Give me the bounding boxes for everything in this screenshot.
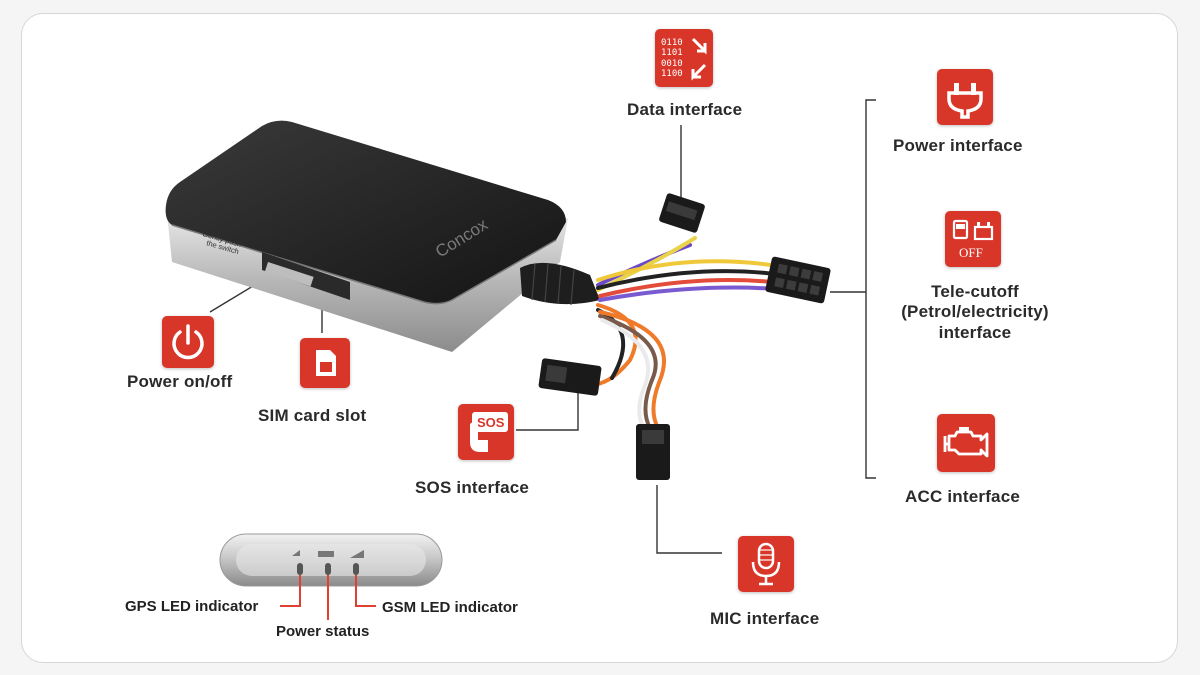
- data-bits-1: 0110: [661, 38, 683, 48]
- power-led: [325, 563, 331, 575]
- sos-text: SOS: [477, 415, 505, 430]
- acc-interface-label: ACC interface: [905, 487, 1021, 506]
- engine-icon: [937, 414, 995, 472]
- fuel-cutoff-icon: OFF: [945, 211, 1001, 267]
- data-bits-2: 1101: [661, 48, 683, 58]
- gps-led: [297, 563, 303, 575]
- mic-connector: [636, 424, 670, 480]
- sos-icon: SOS: [458, 404, 514, 460]
- bracket-line: [865, 99, 876, 479]
- sim-card-slot-label: SIM card slot: [258, 406, 367, 425]
- gps-led-label: GPS LED indicator: [125, 598, 259, 615]
- sos-line: [516, 392, 579, 431]
- power-button-icon: [162, 316, 214, 368]
- gps-symbol-icon: [292, 550, 300, 556]
- tele-cutoff-line1: Tele-cutoff: [931, 282, 1019, 301]
- led-bezel-detail: [219, 533, 443, 587]
- sos-interface-label: SOS interface: [415, 478, 530, 497]
- data-bits-4: 1100: [661, 69, 683, 79]
- power-switch-line: [209, 282, 259, 313]
- tele-cutoff-line2: (Petrol/electricity): [901, 302, 1049, 322]
- power-on-off-label: Power on/off: [127, 372, 233, 391]
- data-bits-3: 0010: [661, 59, 683, 69]
- power-symbol-icon: [318, 551, 334, 557]
- gsm-symbol-icon: [350, 550, 364, 558]
- sim-card-icon: [300, 338, 350, 388]
- power-plug-icon: [937, 69, 993, 125]
- off-text: OFF: [959, 245, 983, 260]
- mic-line: [656, 485, 722, 554]
- sos-connector: [538, 358, 602, 396]
- power-connector: [765, 256, 831, 304]
- power-status-label: Power status: [276, 623, 370, 640]
- power-interface-label: Power interface: [893, 136, 1023, 155]
- mic-interface-label: MIC interface: [710, 609, 820, 628]
- gsm-led-label: GSM LED indicator: [382, 599, 518, 616]
- microphone-icon: [738, 536, 794, 592]
- device-top-face: [165, 120, 566, 304]
- tele-cutoff-label: Tele-cutoff (Petrol/electricity) interfa…: [880, 282, 1070, 343]
- data-connector: [659, 193, 705, 233]
- tele-cutoff-line3: interface: [938, 322, 1012, 342]
- data-interface-label: Data interface: [627, 100, 743, 119]
- data-icon: 0110 1101 0010 1100: [655, 29, 713, 87]
- gsm-led: [353, 563, 359, 575]
